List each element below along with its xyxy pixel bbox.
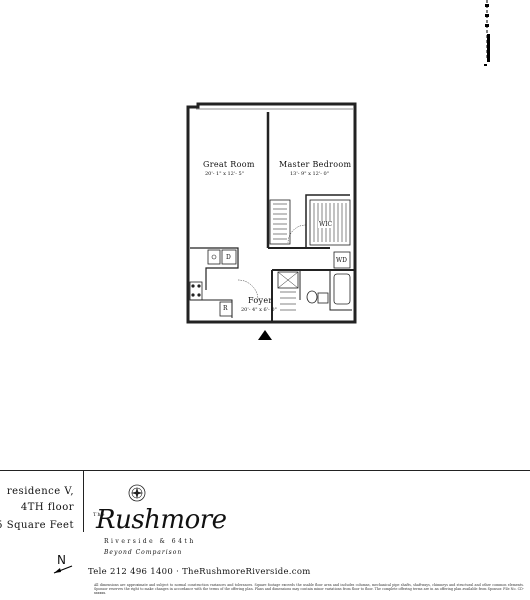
entry-arrow	[258, 330, 272, 340]
north-label: N	[57, 553, 66, 567]
north-arrow-icon	[53, 565, 73, 574]
legal-disclaimer: All dimensions are approximate and subje…	[94, 583, 524, 596]
compass-emblem-icon	[128, 484, 146, 502]
contact-info: Tele 212 496 1400 · TheRushmoreRiverside…	[88, 567, 311, 577]
refrigerator-label: R	[223, 305, 228, 312]
logo-subtitle: Riverside & 64th	[104, 538, 196, 545]
logo-tagline: Beyond Comparison	[104, 549, 183, 556]
washer-dryer-label: WD	[336, 257, 347, 264]
residence-square-feet: 805 Square Feet	[0, 520, 74, 531]
great-room-label: Great Room	[203, 160, 255, 169]
wic-label: WIC	[318, 221, 334, 228]
master-bedroom-dims: 13'- 9" x 12'- 0"	[290, 171, 329, 177]
foyer-dims: 20'- 4" x 6'- 0"	[241, 307, 277, 313]
key-plan	[484, 0, 490, 66]
floor-plan	[186, 102, 357, 340]
dishwasher-label: D	[226, 254, 231, 261]
foyer-label: Foyer	[248, 296, 273, 305]
residence-floor: 4TH floor	[20, 502, 74, 513]
great-room-dims: 20'- 1" x 12'- 5"	[205, 171, 244, 177]
logo-wordmark: Rushmore	[96, 505, 227, 535]
master-bedroom-label: Master Bedroom	[279, 160, 352, 169]
residence-name: residence V,	[6, 486, 74, 497]
logo-the: The	[93, 512, 106, 518]
footer-vertical-divider	[83, 470, 84, 532]
footer-divider	[0, 470, 530, 471]
